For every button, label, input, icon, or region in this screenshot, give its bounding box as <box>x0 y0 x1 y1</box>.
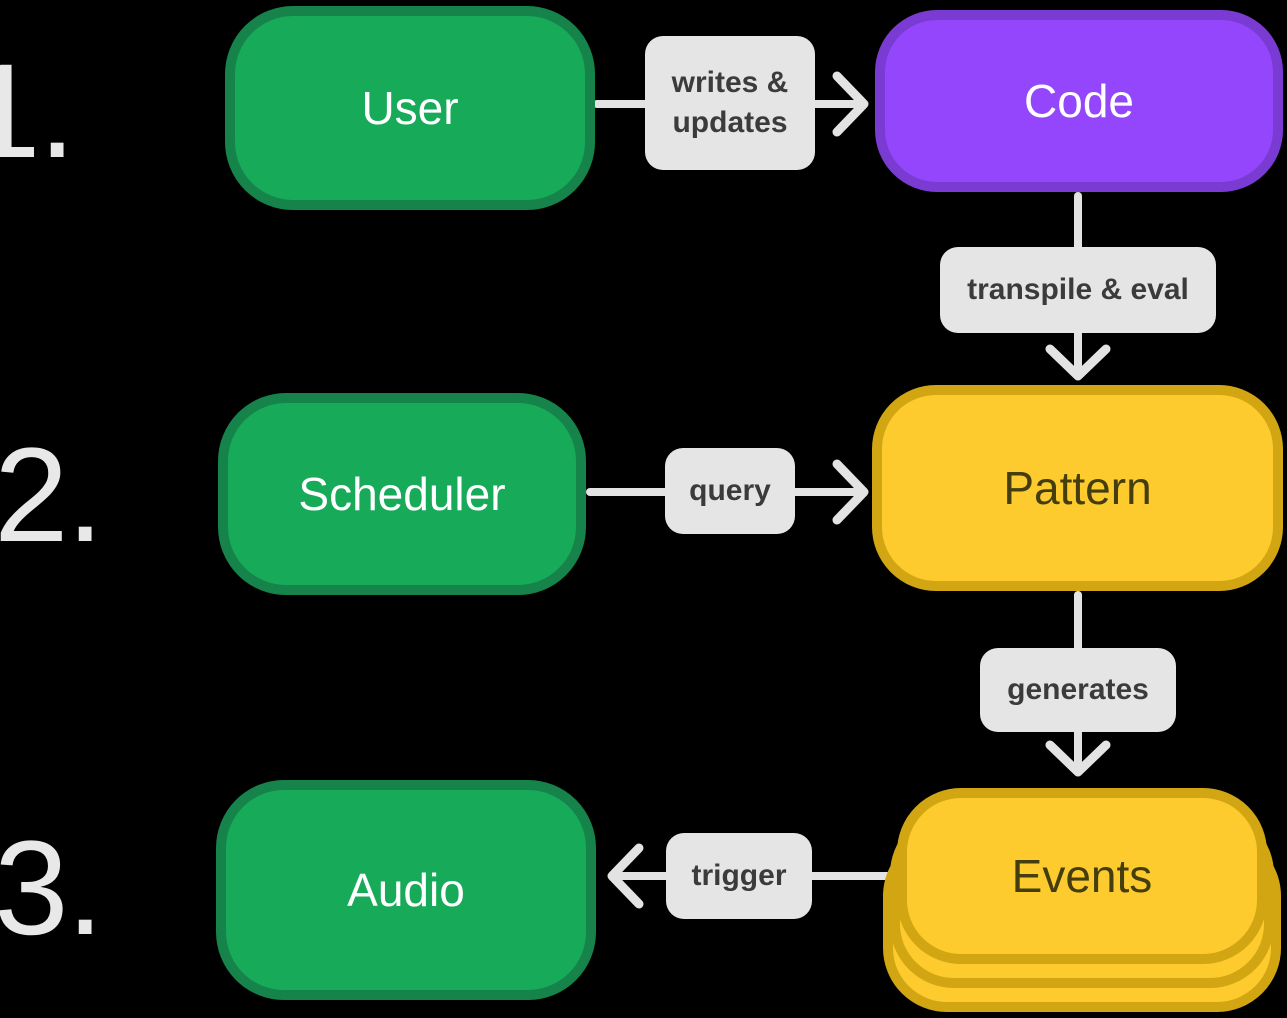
node-user-label: User <box>361 82 459 134</box>
edge-label-generates-text: generates <box>1007 672 1149 706</box>
edge-label-query-text: query <box>689 473 771 507</box>
node-audio: Audio <box>216 780 596 1000</box>
step-number-1: 1. <box>0 37 76 186</box>
node-code: Code <box>875 10 1283 192</box>
edge-label-writes-updates-line2: updates <box>672 106 788 139</box>
arrowhead-down-icon <box>1045 740 1111 777</box>
node-audio-label: Audio <box>347 864 465 916</box>
node-events: Events <box>897 788 1267 964</box>
node-events-label: Events <box>1011 850 1153 902</box>
edge-label-writes-updates-line1: writes & <box>671 65 789 99</box>
node-scheduler-label: Scheduler <box>298 468 506 520</box>
step-number-2: 2. <box>0 421 104 570</box>
edge-label-transpile-eval: transpile & eval <box>940 247 1216 333</box>
edge-label-query: query <box>665 448 795 534</box>
node-scheduler: Scheduler <box>218 393 586 595</box>
edge-label-transpile-eval-text: transpile & eval <box>967 272 1189 306</box>
edge-label-trigger-text: trigger <box>691 858 787 892</box>
node-pattern-label: Pattern <box>1003 462 1152 514</box>
node-user: User <box>225 6 595 210</box>
edge-label-writes-updates: writes & updates <box>645 36 815 170</box>
arrowhead-down-icon <box>1045 344 1111 381</box>
step-number-3: 3. <box>0 814 104 963</box>
edge-label-trigger: trigger <box>666 833 812 919</box>
arrowhead-right-icon <box>832 459 869 525</box>
edge-label-generates: generates <box>980 648 1176 732</box>
arrowhead-left-icon <box>607 843 644 909</box>
arrowhead-right-icon <box>832 71 869 137</box>
node-pattern: Pattern <box>872 385 1283 591</box>
node-code-label: Code <box>1024 75 1134 127</box>
